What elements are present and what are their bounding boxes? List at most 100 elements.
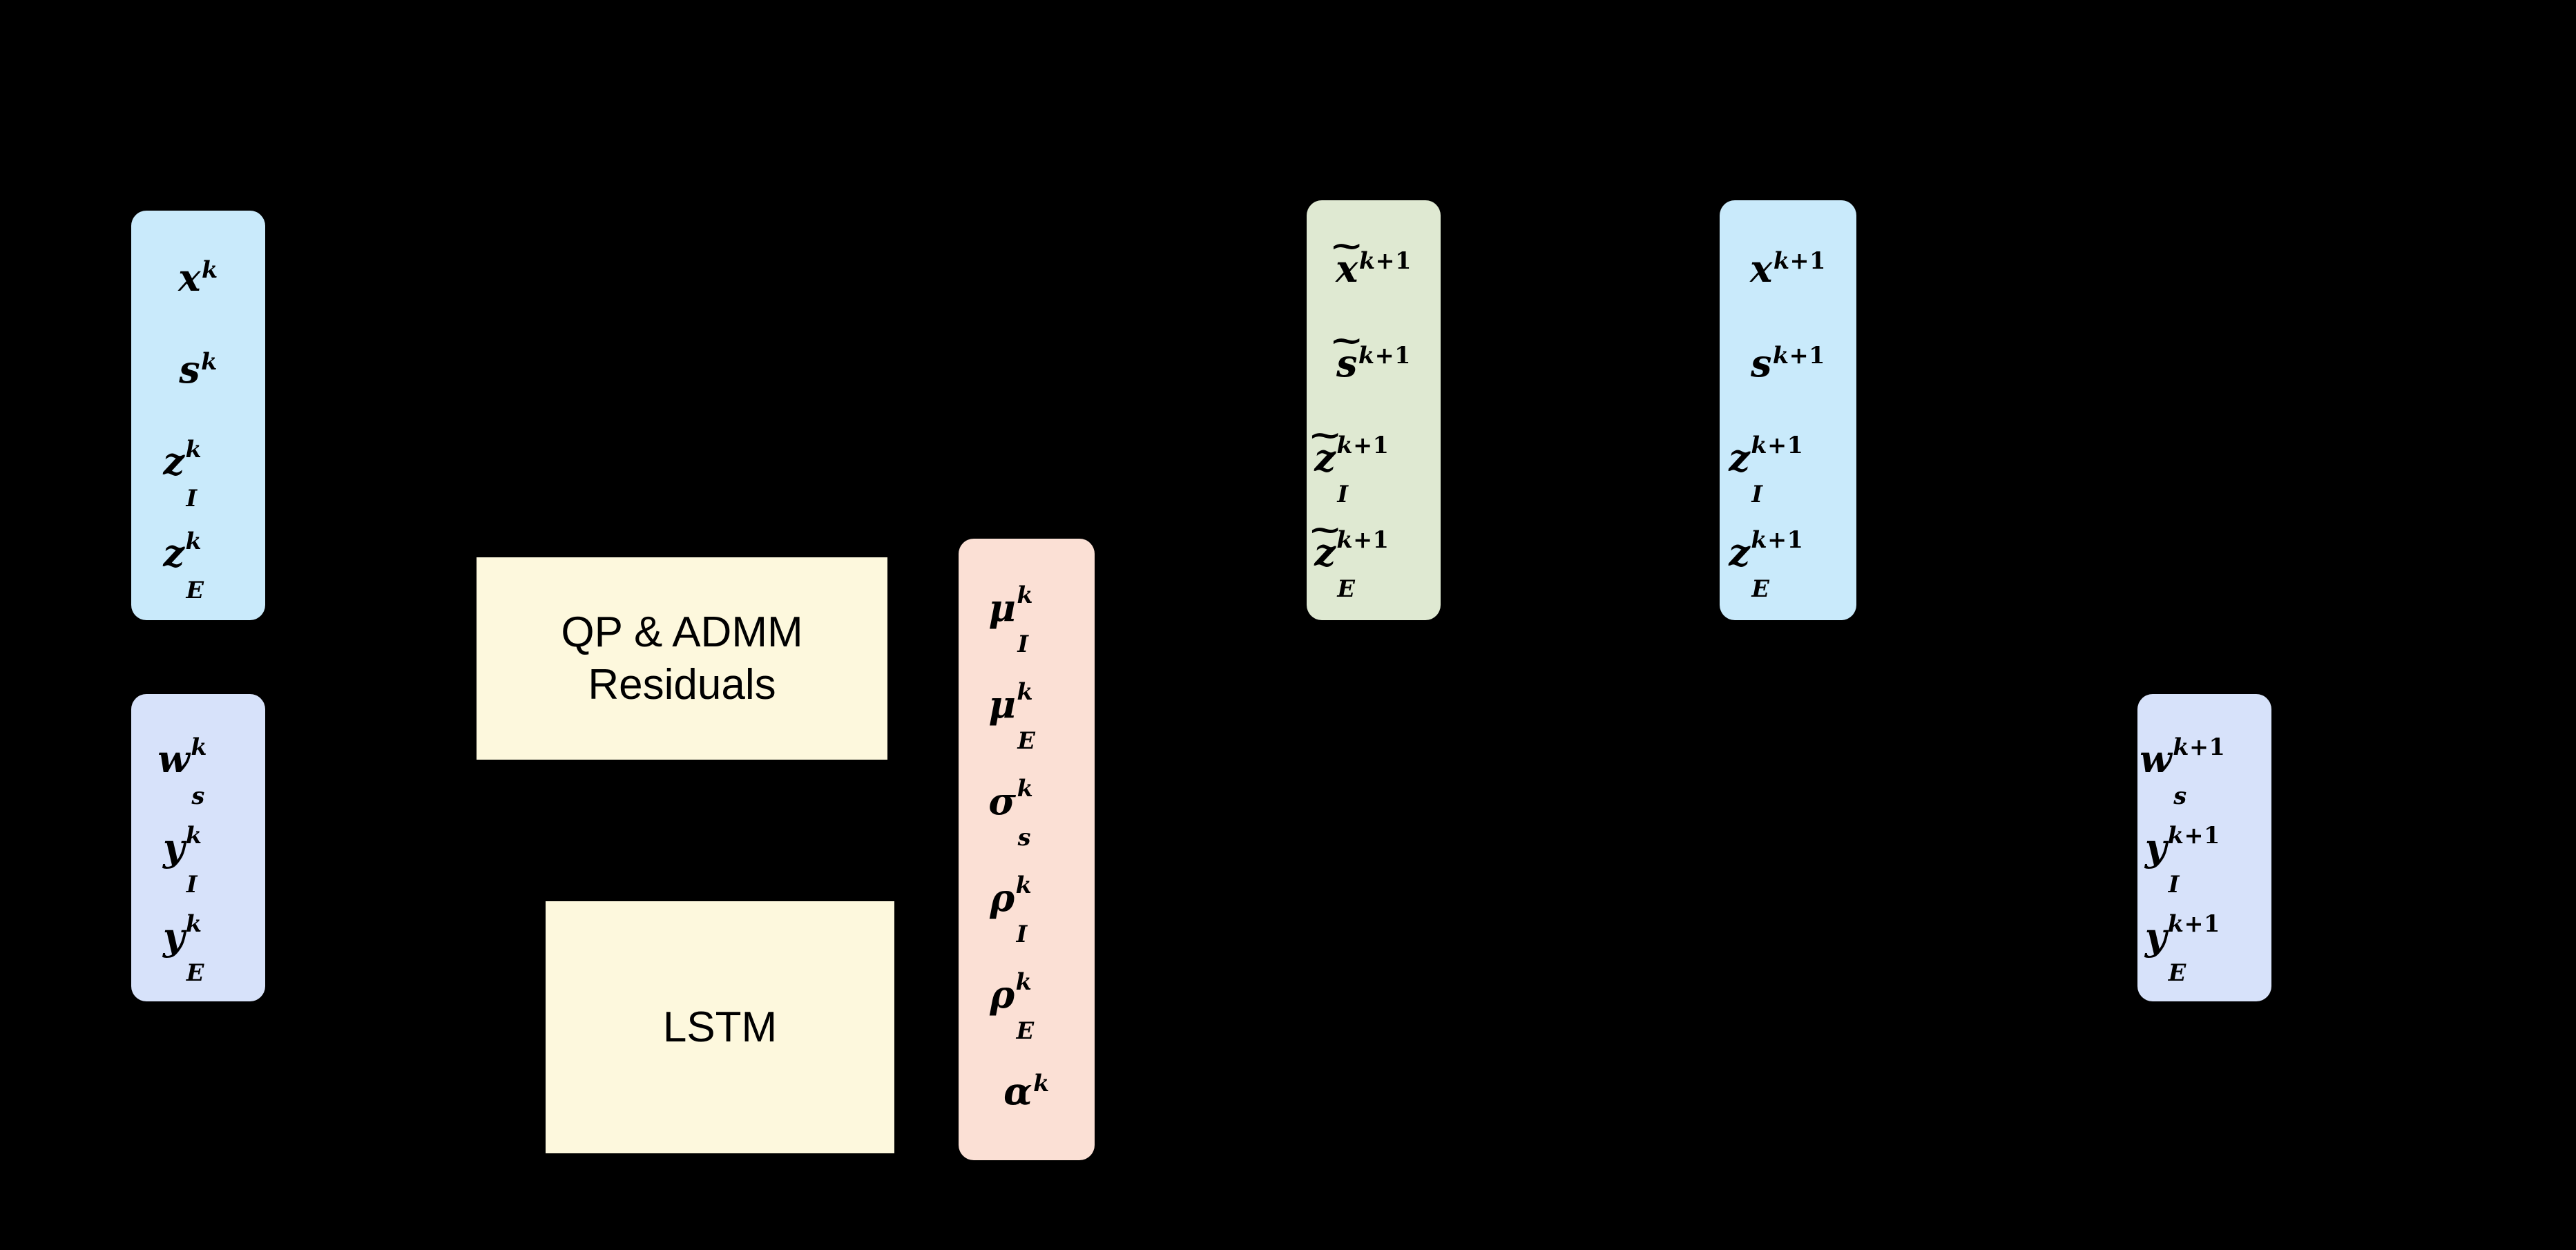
variable-subscript: I <box>1751 480 1763 508</box>
variable-base: x~ <box>1329 228 1365 291</box>
variable-base: w <box>2140 737 2173 782</box>
variable-superscript: k+1 <box>2167 821 2220 849</box>
variable-base: y <box>162 825 185 870</box>
variable-superscript: k <box>185 910 202 938</box>
variable-base: x <box>1750 246 1773 291</box>
variable-superscript: k <box>1017 775 1034 802</box>
variable-subscript: E <box>1337 575 1356 602</box>
variable-subscript: I <box>186 870 198 898</box>
variable-superscript: k+1 <box>1773 247 1826 274</box>
variable-base: μ <box>988 682 1017 727</box>
variable-base: w <box>157 737 191 782</box>
node-lstm: LSTM <box>546 901 894 1153</box>
variable-base: α <box>1003 1069 1033 1113</box>
node-label: QP & ADMM Residuals <box>561 608 803 709</box>
node-qp-admm-residuals: QP & ADMM Residuals <box>477 557 887 760</box>
variable-superscript: k+1 <box>1358 341 1411 369</box>
variable-superscript: k <box>1033 1070 1050 1097</box>
variable-superscript: k+1 <box>1336 431 1390 459</box>
variable-base: s <box>1751 340 1772 385</box>
variable-subscript: s <box>1017 824 1031 852</box>
variable-base: z <box>1729 435 1751 480</box>
variable-superscript: k+1 <box>1751 431 1804 459</box>
variable-subscript: E <box>186 959 204 987</box>
tilde-accent-icon: ~ <box>1307 512 1343 548</box>
variable-subscript: I <box>2168 870 2180 898</box>
variable-subscript: E <box>1017 727 1036 755</box>
tilde-accent-icon: ~ <box>1307 417 1343 454</box>
variable-base: σ <box>988 779 1017 823</box>
variable-base: ρ <box>990 876 1015 920</box>
variable-superscript: k <box>185 527 202 555</box>
variable-superscript: k <box>185 435 202 463</box>
variable-superscript: k <box>191 733 208 760</box>
variable-subscript: s <box>2173 782 2187 809</box>
variable-superscript: k <box>1015 968 1032 996</box>
variable-base: s <box>179 347 201 392</box>
variable-base: z <box>163 531 185 576</box>
variable-subscript: E <box>2168 959 2186 987</box>
math-variable: xk <box>178 255 218 300</box>
variable-superscript: k+1 <box>1751 526 1804 553</box>
variable-subscript: E <box>1751 575 1770 602</box>
math-variable: xk+1 <box>1750 246 1826 291</box>
variable-base: z~ <box>1307 417 1343 480</box>
variable-subscript: I <box>1337 480 1349 508</box>
tilde-accent-icon: ~ <box>1329 228 1365 265</box>
math-variable: αk <box>1003 1069 1050 1113</box>
variable-base: y <box>2144 914 2167 959</box>
math-variable: sk <box>179 347 218 392</box>
variable-subscript: I <box>1016 921 1028 948</box>
variable-superscript: k+1 <box>1336 526 1390 553</box>
variable-base: z <box>1729 530 1751 575</box>
variable-superscript: k <box>1017 678 1034 706</box>
tilde-accent-icon: ~ <box>1329 323 1365 359</box>
variable-superscript: k <box>1017 581 1034 609</box>
variable-subscript: I <box>1017 631 1029 658</box>
variable-subscript: I <box>186 484 198 512</box>
variable-base: y <box>2144 825 2167 870</box>
variable-superscript: k+1 <box>2173 733 2226 760</box>
variable-superscript: k+1 <box>2167 910 2220 938</box>
variable-superscript: k <box>1015 872 1032 899</box>
node-label: LSTM <box>662 1003 778 1051</box>
variable-superscript: k+1 <box>1358 247 1412 274</box>
math-variable: sk+1 <box>1751 340 1825 385</box>
variable-base: z <box>163 439 185 484</box>
math-variable: s~k+1 <box>1329 325 1411 382</box>
variable-superscript: k <box>201 347 218 375</box>
math-variable: x~k+1 <box>1329 228 1412 291</box>
variable-subscript: E <box>1016 1017 1035 1045</box>
variable-superscript: k <box>202 256 218 283</box>
variable-base: z~ <box>1307 512 1343 575</box>
variable-superscript: k <box>185 821 202 849</box>
variable-base: x <box>178 255 201 300</box>
variable-subscript: s <box>191 782 205 809</box>
variable-base: y <box>162 914 185 959</box>
variable-base: μ <box>988 586 1017 630</box>
